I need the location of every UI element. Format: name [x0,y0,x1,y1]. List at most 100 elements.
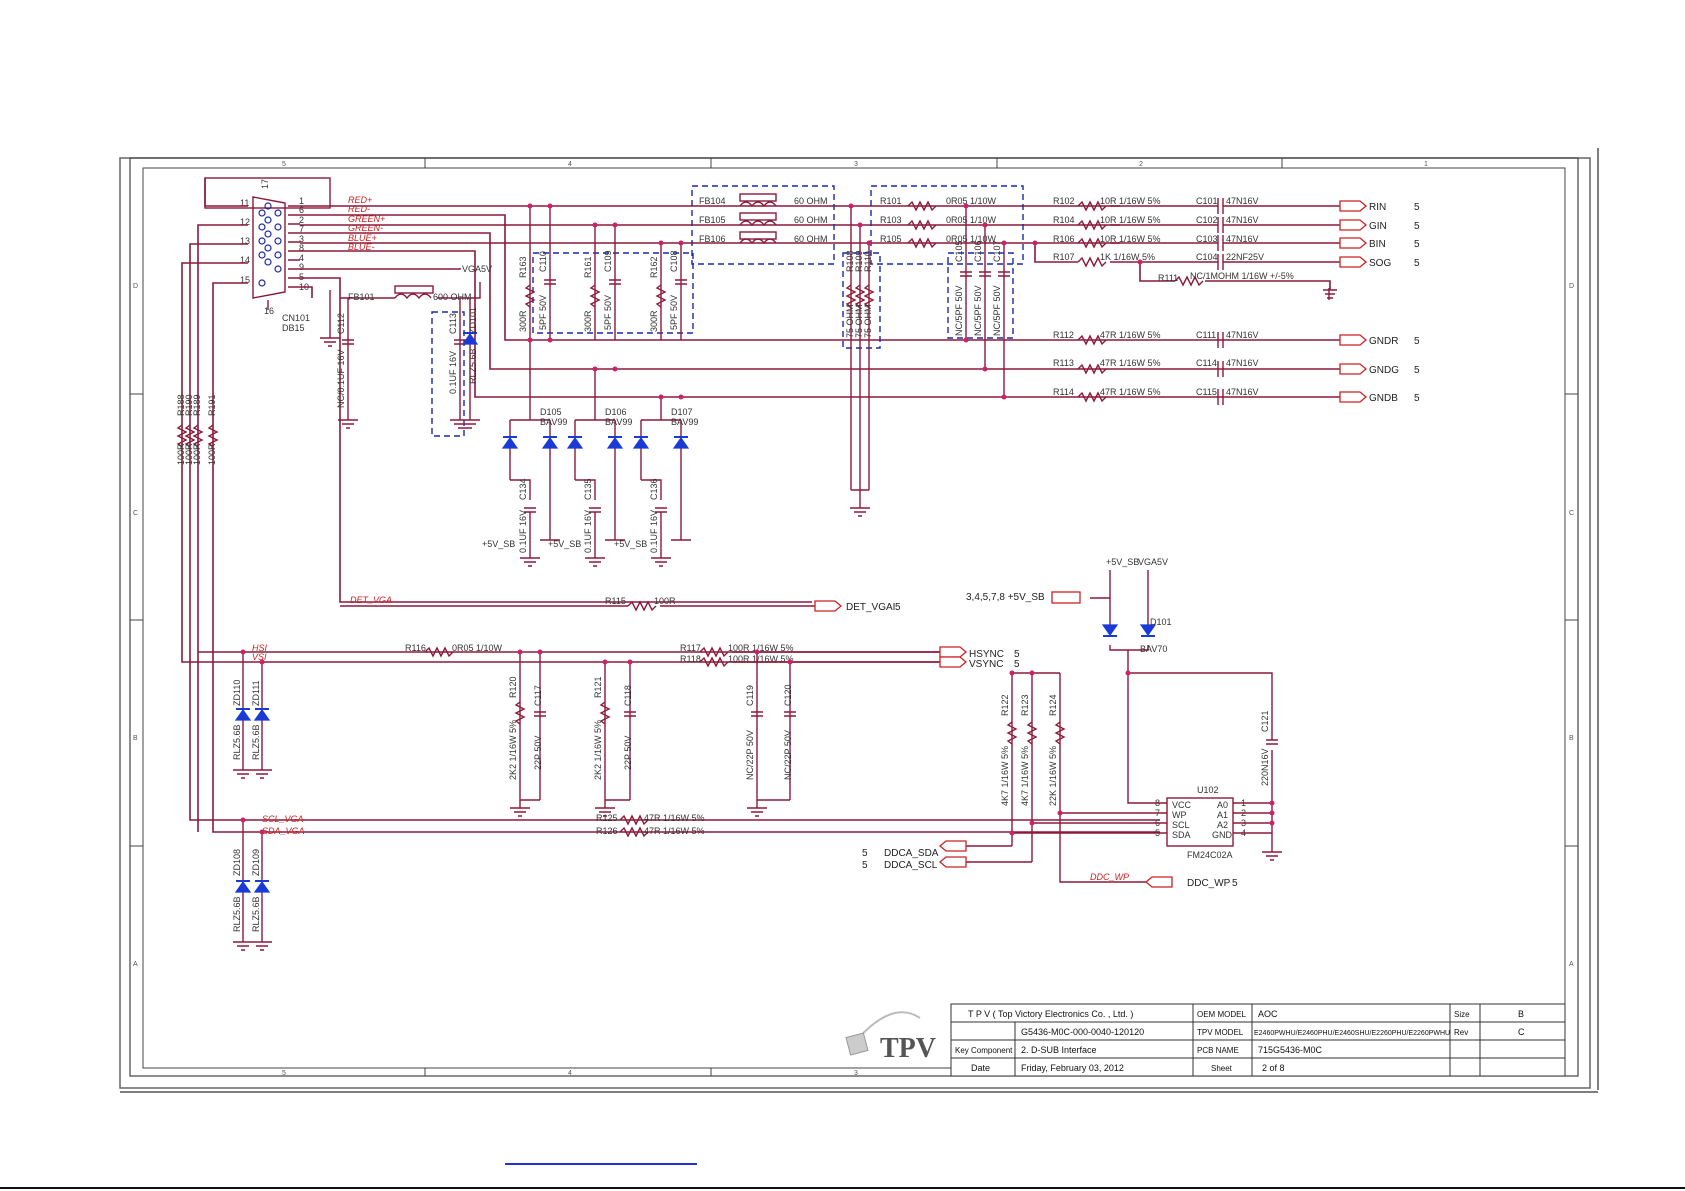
svg-text:FM24C02A: FM24C02A [1187,850,1233,860]
svg-text:47N16V: 47N16V [1226,387,1259,397]
svg-text:C115: C115 [1196,387,1217,397]
svg-text:C117: C117 [533,685,543,706]
svg-text:15: 15 [240,275,250,285]
svg-text:300R: 300R [649,310,659,332]
svg-text:NC/0.1UF 16V: NC/0.1UF 16V [336,349,346,408]
svg-text:NC/22P 50V: NC/22P 50V [745,730,755,780]
svg-text:R104: R104 [1053,215,1075,225]
svg-text:TPV MODEL: TPV MODEL [1197,1028,1244,1037]
svg-text:C106: C106 [973,240,983,262]
esd-rc-network: R163 R161 R162 300R 300R 300R C110 C109 … [518,206,694,340]
svg-text:C104: C104 [1196,252,1218,262]
vga-connector-cn101: 11 12 13 14 15 16 1 6 2 7 3 8 4 9 5 10 1… [204,177,340,347]
svg-text:ZD110: ZD110 [232,680,242,706]
svg-text:220N16V: 220N16V [1260,748,1270,786]
svg-text:R113: R113 [1053,358,1074,368]
svg-text:FB106: FB106 [699,234,726,244]
svg-text:GNDR: GNDR [1369,336,1398,347]
svg-text:2. D-SUB Interface: 2. D-SUB Interface [1021,1045,1097,1055]
svg-text:100R: 100R [654,596,676,606]
svg-text:17: 17 [260,179,270,189]
svg-text:C103: C103 [1196,234,1218,244]
svg-text:10R 1/16W 5%: 10R 1/16W 5% [1100,234,1161,244]
svg-text:TPV: TPV [880,1033,936,1064]
svg-text:RLZ5.6B: RLZ5.6B [468,348,478,384]
svg-text:D107: D107 [671,407,693,417]
svg-text:D101: D101 [1150,617,1172,627]
svg-text:C: C [1518,1027,1525,1037]
svg-text:B: B [133,735,138,742]
svg-text:4: 4 [568,161,572,168]
sync-section: HSI VSI R116 0R05 1/10W R117 100R 1/16W … [232,643,1020,817]
svg-text:C120: C120 [783,684,793,706]
svg-text:+5V_SB: +5V_SB [1106,557,1139,567]
svg-text:22P 50V: 22P 50V [533,736,543,770]
svg-text:5: 5 [299,272,304,282]
svg-text:C136: C136 [649,478,659,500]
svg-text:R190: R190 [184,394,194,416]
sync-pullups: R188 R190 R189 R191 100R 100R 100R 100R [176,394,219,465]
svg-text:VGA5V: VGA5V [1138,557,1168,567]
ddc-eeprom-u102: U102 FM24C02A VCC WP SCL SDA A0 A1 A2 GN… [966,557,1282,862]
svg-text:3: 3 [854,161,858,168]
footer-link-underline[interactable] [505,1163,697,1165]
svg-text:0.1UF 16V: 0.1UF 16V [583,510,593,553]
svg-text:47R 1/16W 5%: 47R 1/16W 5% [1100,358,1161,368]
svg-text:E2460PWHU/E2460PHU/E2460SHU/E2: E2460PWHU/E2460PHU/E2460SHU/E2260PHU/E22… [1254,1030,1450,1037]
svg-text:BIN: BIN [1369,239,1386,250]
svg-text:R114: R114 [1053,387,1074,397]
svg-text:47R 1/16W 5%: 47R 1/16W 5% [644,813,705,823]
svg-text:R123: R123 [1020,694,1030,716]
svg-text:C119: C119 [745,685,755,706]
svg-text:CN101: CN101 [282,313,310,323]
svg-text:R116: R116 [405,643,426,653]
svg-text:BLUE+: BLUE+ [348,233,377,243]
gnd-return-stage: R112 47R 1/16W 5% C111 47N16V R113 47R 1… [1053,330,1420,405]
svg-text:RLZ5.6B: RLZ5.6B [232,724,242,760]
svg-text:R120: R120 [508,676,518,698]
svg-text:5: 5 [895,602,901,613]
svg-text:10R 1/16W 5%: 10R 1/16W 5% [1100,215,1161,225]
svg-text:R108: R108 [845,250,855,272]
svg-text:A1: A1 [1217,810,1228,820]
svg-text:47R 1/16W 5%: 47R 1/16W 5% [1100,387,1161,397]
svg-text:9: 9 [299,262,304,272]
svg-text:3: 3 [854,1070,858,1077]
svg-text:C112: C112 [336,313,346,334]
svg-text:R188: R188 [176,394,186,416]
svg-text:C102: C102 [1196,215,1218,225]
svg-text:Friday, February 03, 2012: Friday, February 03, 2012 [1021,1063,1124,1073]
svg-text:4K7 1/16W 5%: 4K7 1/16W 5% [1000,746,1010,806]
svg-text:C108: C108 [669,250,679,272]
svg-text:C118: C118 [623,685,633,706]
svg-text:GREEN+: GREEN+ [348,214,385,224]
svg-text:DDC_WP: DDC_WP [1187,878,1231,889]
svg-text:NC/5PF 50V: NC/5PF 50V [992,285,1002,336]
svg-text:75 OHM: 75 OHM [863,304,873,338]
svg-text:8: 8 [299,243,304,253]
svg-text:1K 1/16W 5%: 1K 1/16W 5% [1100,252,1155,262]
svg-text:C: C [133,510,138,517]
svg-text:R163: R163 [518,256,528,278]
svg-text:7: 7 [299,224,304,234]
drawing-frame [129,157,1579,1077]
svg-text:RED-: RED- [348,204,370,214]
svg-text:22P 50V: 22P 50V [623,736,633,770]
svg-text:75 OHM: 75 OHM [845,304,855,338]
svg-text:RED+: RED+ [348,195,372,205]
svg-text:0.1UF 16V: 0.1UF 16V [649,510,659,553]
svg-text:FB104: FB104 [699,196,726,206]
svg-text:14: 14 [240,255,250,265]
svg-text:5: 5 [1414,221,1420,232]
svg-text:100R 1/16W 5%: 100R 1/16W 5% [728,654,794,664]
svg-text:2K2 1/16W 5%: 2K2 1/16W 5% [508,720,518,780]
svg-text:C: C [1569,510,1574,517]
svg-text:DDCA_SDA: DDCA_SDA [884,848,939,859]
svg-text:47R 1/16W 5%: 47R 1/16W 5% [1100,330,1161,340]
ferrite-beads: FB104 60 OHM FB105 60 OHM FB106 60 OHM [691,185,835,265]
svg-text:C114: C114 [1196,358,1217,368]
svg-text:R115: R115 [605,596,626,606]
svg-text:R109: R109 [854,250,864,272]
svg-text:1: 1 [1424,161,1428,168]
svg-text:FB101: FB101 [348,292,375,302]
